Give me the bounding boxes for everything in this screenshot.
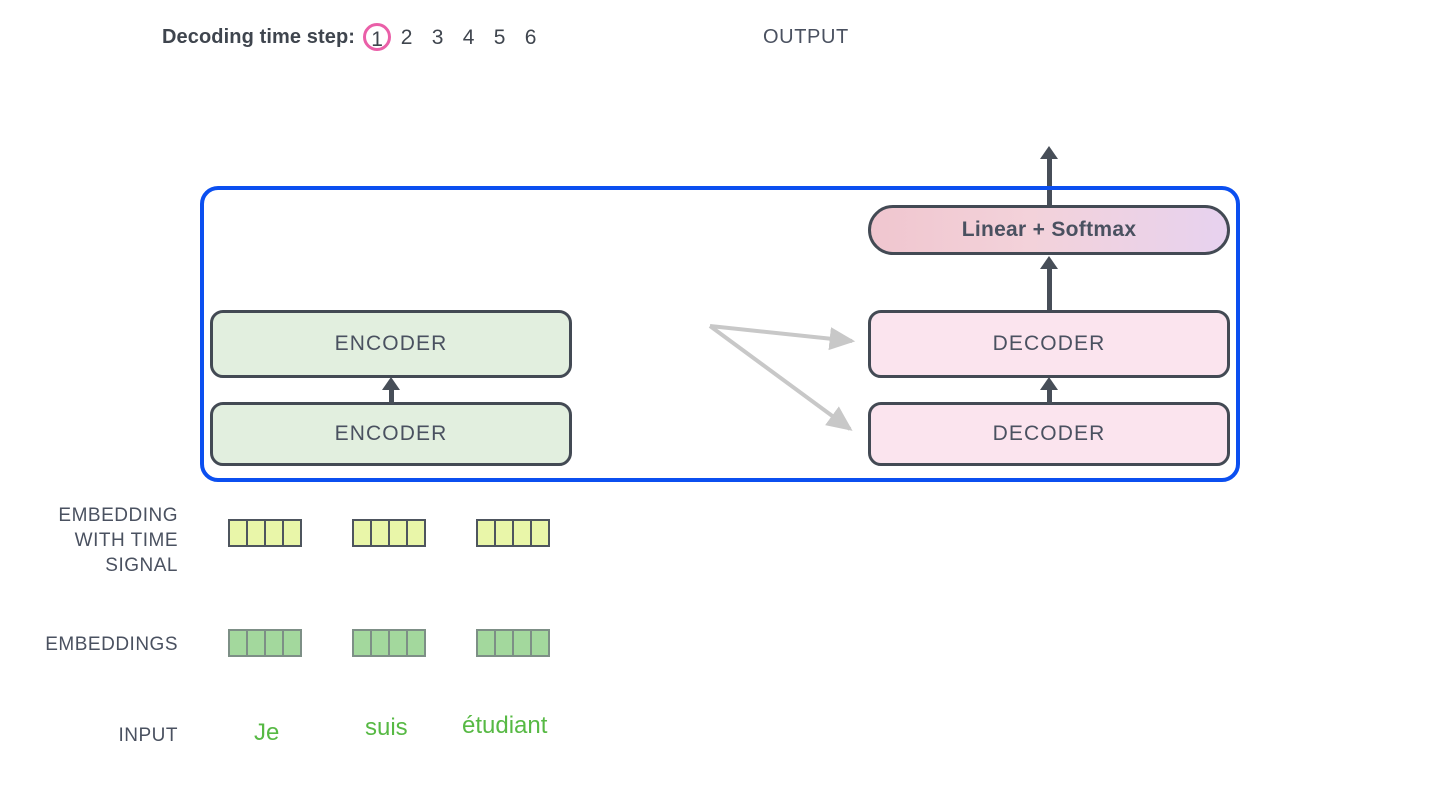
time-step-1[interactable]: 1	[363, 23, 392, 51]
time-step-list: 1 2 3 4 5 6	[363, 22, 546, 53]
vector-cell	[512, 629, 532, 657]
vector-cell	[282, 519, 302, 547]
vector-cell	[388, 519, 408, 547]
vector-cell	[476, 629, 496, 657]
vector-cell	[246, 519, 266, 547]
vector-cell	[370, 519, 390, 547]
vector-cell	[406, 519, 426, 547]
vector-cell	[352, 629, 372, 657]
time-step-6[interactable]: 6	[524, 25, 537, 49]
cross-attention-arrows-icon	[708, 324, 856, 431]
time-signal-vector-1	[352, 519, 426, 547]
vector-cell	[530, 519, 550, 547]
time-step-3[interactable]: 3	[431, 25, 444, 49]
input-label: INPUT	[118, 725, 178, 746]
vector-cell	[406, 629, 426, 657]
embeddings-label: EMBEDDINGS	[45, 634, 178, 655]
transformer-model-container	[200, 186, 1240, 482]
vector-cell	[512, 519, 532, 547]
decoding-time-step-label: Decoding time step:	[162, 25, 356, 48]
time-signal-vector-2	[476, 519, 550, 547]
vector-cell	[388, 629, 408, 657]
linear-softmax-block[interactable]: Linear + Softmax	[868, 205, 1230, 255]
embedding-with-time-signal-line-1: EMBEDDING	[58, 505, 178, 526]
vector-cell	[246, 629, 266, 657]
vector-cell	[494, 519, 514, 547]
encoder-block-bottom[interactable]: ENCODER	[210, 402, 572, 466]
vector-cell	[370, 629, 390, 657]
decoding-time-step-row: Decoding time step: 1 2 3 4 5 6	[162, 20, 546, 54]
embedding-vector-2	[476, 629, 550, 657]
vector-cell	[530, 629, 550, 657]
vector-cell	[352, 519, 372, 547]
time-step-5[interactable]: 5	[493, 25, 506, 49]
embedding-with-time-signal-line-3: SIGNAL	[105, 555, 178, 576]
vector-cell	[476, 519, 496, 547]
input-token-2: étudiant	[462, 712, 548, 739]
input-token-0: Je	[254, 719, 280, 746]
time-step-4[interactable]: 4	[462, 25, 475, 49]
encoder-block-top[interactable]: ENCODER	[210, 310, 572, 378]
output-label: OUTPUT	[763, 26, 849, 48]
vector-cell	[282, 629, 302, 657]
vector-cell	[494, 629, 514, 657]
decoder-block-top[interactable]: DECODER	[868, 310, 1230, 378]
embedding-with-time-signal-label: EMBEDDING WITH TIME SIGNAL	[0, 503, 178, 578]
vector-cell	[264, 629, 284, 657]
embedding-vector-1	[352, 629, 426, 657]
time-step-2[interactable]: 2	[400, 25, 413, 49]
embedding-vector-0	[228, 629, 302, 657]
vector-cell	[228, 629, 248, 657]
vector-cell	[264, 519, 284, 547]
embedding-with-time-signal-line-2: WITH TIME	[74, 530, 178, 551]
time-signal-vector-0	[228, 519, 302, 547]
vector-cell	[228, 519, 248, 547]
decoder-block-bottom[interactable]: DECODER	[868, 402, 1230, 466]
input-token-1: suis	[365, 714, 408, 741]
